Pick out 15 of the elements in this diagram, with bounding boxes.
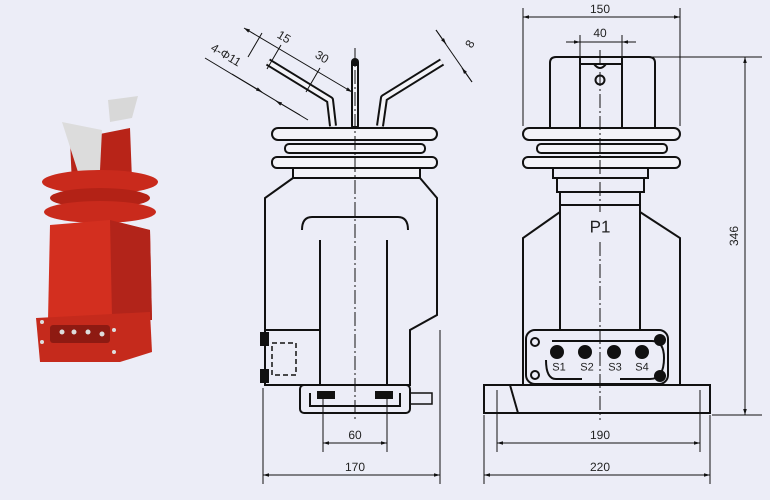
dimension-label: 15 [275,28,293,46]
dimension-label: 190 [590,429,610,441]
dimension-label: 8 [463,38,477,50]
dimension-label: 40 [593,27,607,39]
terminal-mark: P1 [590,218,610,236]
dimension-label: 170 [344,461,366,473]
dimension-label: 60 [348,429,362,441]
dimension-label: 220 [590,461,610,473]
terminal-label: S3 [608,362,622,374]
dimension-label: 150 [590,3,610,15]
terminal-label: S4 [635,362,649,374]
terminal-label: S2 [580,362,594,374]
dimension-label: 30 [313,48,331,66]
terminal-label: S1 [552,362,566,374]
dimension-label: 346 [728,226,740,246]
